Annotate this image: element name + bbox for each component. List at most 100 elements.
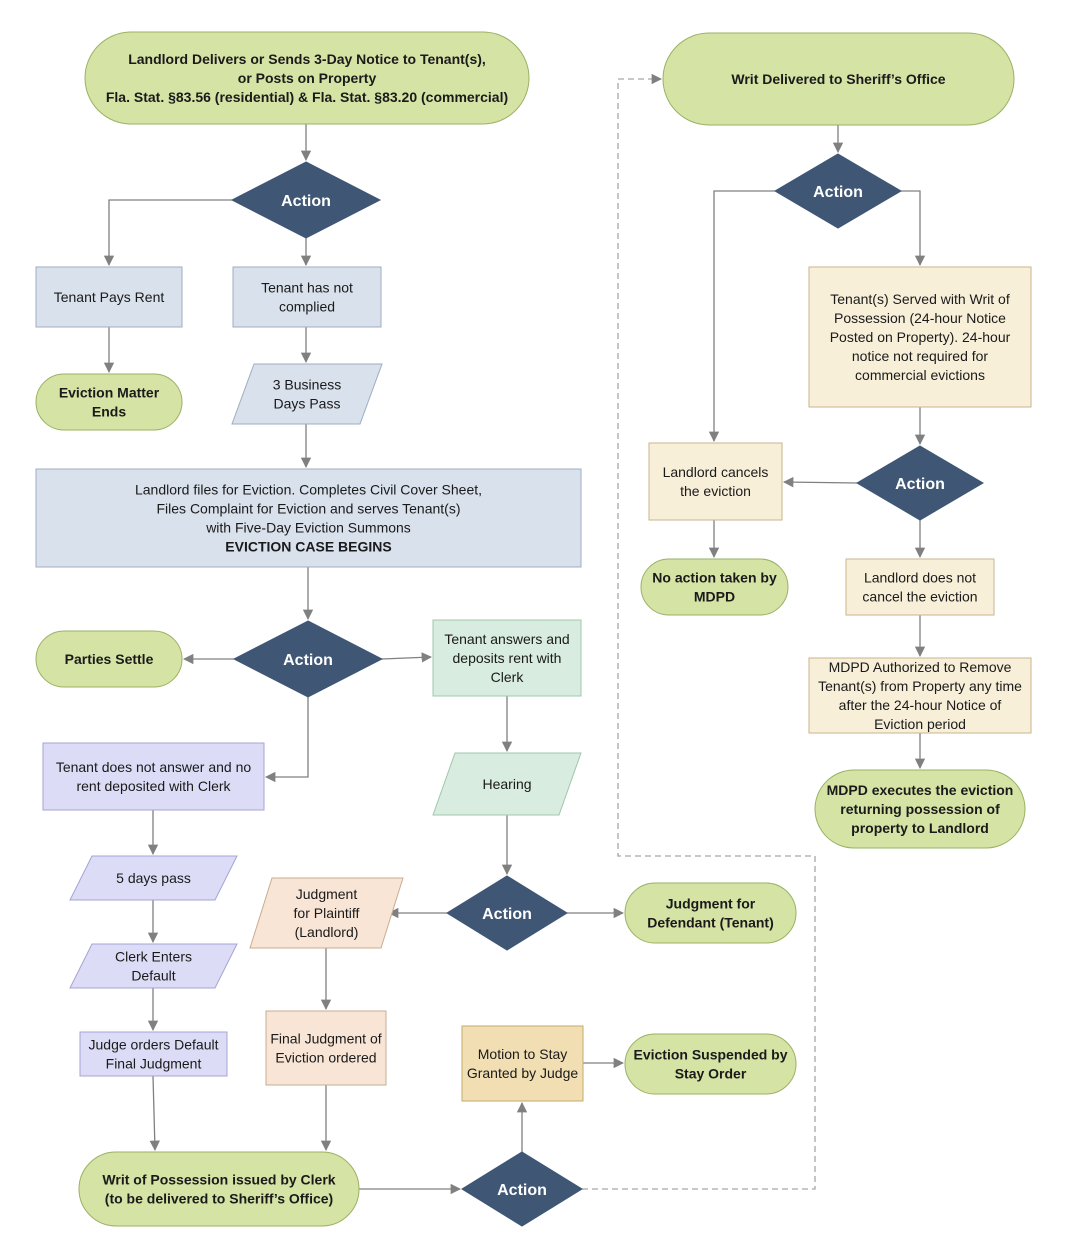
node-text-line: Stay Order bbox=[675, 1066, 747, 1082]
node-hearing: Hearing bbox=[432, 752, 582, 816]
node-text-line: complied bbox=[279, 299, 335, 315]
decision-label: Action bbox=[497, 1182, 547, 1199]
edge-action2-to-answers bbox=[381, 652, 433, 663]
process-box-shape bbox=[265, 1010, 387, 1086]
node-text-line: Possession (24-hour Notice bbox=[834, 310, 1006, 326]
node-text-line: MDPD Authorized to Remove bbox=[829, 659, 1012, 675]
node-text-line: Motion to Stay bbox=[478, 1046, 568, 1062]
process-box-shape bbox=[808, 657, 1032, 734]
edge-action6-to-cancels bbox=[782, 476, 858, 488]
node-five-days: 5 days pass bbox=[69, 855, 238, 901]
node-text-line: Granted by Judge bbox=[467, 1065, 579, 1081]
node-final-judgment: Final Judgment of Eviction ordered bbox=[265, 1010, 387, 1086]
node-text-line: Eviction Suspended by bbox=[633, 1047, 787, 1063]
node-text-line: Final Judgment of bbox=[270, 1031, 381, 1047]
node-text-line: Judgment bbox=[296, 886, 358, 902]
decision-label: Action bbox=[813, 184, 863, 201]
terminal-shape bbox=[814, 769, 1026, 849]
node-text-line: property to Landlord bbox=[851, 820, 989, 836]
process-box-shape bbox=[845, 558, 995, 616]
node-action4: Action bbox=[461, 1151, 583, 1227]
terminal-shape bbox=[662, 32, 1015, 126]
decision-label: Action bbox=[895, 476, 945, 493]
node-text-line: after the 24-hour Notice of bbox=[839, 697, 1002, 713]
edge-action2-to-no-answer bbox=[264, 697, 309, 783]
node-text-line: MDPD executes the eviction bbox=[827, 782, 1014, 798]
node-text-line: Writ Delivered to Sheriff’s Office bbox=[731, 71, 945, 87]
node-text-line: Tenant(s) Served with Writ of bbox=[830, 291, 1010, 307]
node-text-line: Writ of Possession issued by Clerk bbox=[102, 1172, 335, 1188]
node-text-line: notice not required for bbox=[852, 348, 989, 364]
parallelogram-shape bbox=[69, 943, 238, 989]
terminal-shape bbox=[624, 882, 797, 944]
node-files-eviction: Landlord files for Eviction. Completes C… bbox=[35, 468, 582, 568]
terminal-shape bbox=[84, 31, 530, 125]
node-writ-delivered: Writ Delivered to Sheriff’s Office bbox=[662, 32, 1015, 126]
node-action3: Action bbox=[446, 875, 568, 951]
edge-action5-to-served bbox=[901, 190, 926, 267]
node-text-line: Fla. Stat. §83.56 (residential) & Fla. S… bbox=[106, 89, 508, 105]
node-text-line: 5 days pass bbox=[116, 870, 191, 886]
node-notice: Landlord Delivers or Sends 3-Day Notice … bbox=[84, 31, 530, 125]
node-action1: Action bbox=[230, 161, 382, 239]
terminal-shape bbox=[624, 1033, 797, 1095]
node-text-line: (Landlord) bbox=[295, 924, 359, 940]
node-text-line: rent deposited with Clerk bbox=[76, 778, 231, 794]
parallelogram-shape bbox=[249, 877, 404, 949]
parallelogram-shape bbox=[432, 752, 582, 816]
node-text-line: cancel the eviction bbox=[862, 589, 977, 605]
node-parties-settle: Parties Settle bbox=[35, 630, 183, 688]
node-action2: Action bbox=[232, 620, 384, 698]
node-text-line: Eviction period bbox=[874, 716, 966, 732]
node-text-line: deposits rent with bbox=[453, 650, 562, 666]
process-box-shape bbox=[35, 266, 183, 328]
process-box-shape bbox=[232, 266, 382, 328]
node-text-line: Clerk Enters bbox=[115, 949, 192, 965]
process-box-shape bbox=[648, 442, 783, 521]
process-box-shape bbox=[79, 1031, 228, 1077]
node-text-line: returning possession of bbox=[840, 801, 1000, 817]
node-text-line: or Posts on Property bbox=[238, 70, 377, 86]
node-stay-order: Eviction Suspended by Stay Order bbox=[624, 1033, 797, 1095]
node-pays-rent: Tenant Pays Rent bbox=[35, 266, 183, 328]
node-text-line: Defendant (Tenant) bbox=[647, 915, 774, 931]
node-text-line: Default bbox=[131, 968, 175, 984]
edge-action1-to-pays-rent bbox=[103, 199, 232, 267]
terminal-shape bbox=[78, 1151, 360, 1227]
decision-diamond-shape bbox=[446, 875, 568, 951]
node-text-line: Ends bbox=[92, 404, 126, 420]
node-text-line: Files Complaint for Eviction and serves … bbox=[157, 501, 461, 517]
node-text-line: Days Pass bbox=[274, 396, 341, 412]
process-box-shape bbox=[432, 619, 582, 697]
terminal-shape bbox=[640, 558, 789, 616]
decision-label: Action bbox=[482, 906, 532, 923]
node-text-line: (to be delivered to Sheriff’s Office) bbox=[105, 1191, 333, 1207]
node-text-line: Tenant answers and bbox=[444, 631, 569, 647]
node-writ-issued: Writ of Possession issued by Clerk (to be… bbox=[78, 1151, 360, 1227]
node-mdpd-executes: MDPD executes the eviction returning poss… bbox=[814, 769, 1026, 849]
node-text-line: Tenant(s) from Property any time bbox=[818, 678, 1022, 694]
node-not-complied: Tenant has not complied bbox=[232, 266, 382, 328]
terminal-shape bbox=[35, 630, 183, 688]
connectors bbox=[103, 73, 926, 1195]
node-text-line: EVICTION CASE BEGINS bbox=[225, 539, 391, 555]
decision-diamond-shape bbox=[856, 445, 984, 521]
node-text-line: Eviction ordered bbox=[275, 1050, 376, 1066]
node-text-line: Judgment for bbox=[666, 896, 756, 912]
node-text-line: for Plaintiff bbox=[294, 905, 360, 921]
node-text-line: Judge orders Default bbox=[89, 1037, 219, 1053]
node-text-line: Tenant has not bbox=[261, 280, 353, 296]
node-text-line: the eviction bbox=[680, 483, 751, 499]
node-text-line: Eviction Matter bbox=[59, 385, 160, 401]
terminal-shape bbox=[35, 373, 183, 431]
edge-action5-to-cancels bbox=[708, 190, 775, 443]
